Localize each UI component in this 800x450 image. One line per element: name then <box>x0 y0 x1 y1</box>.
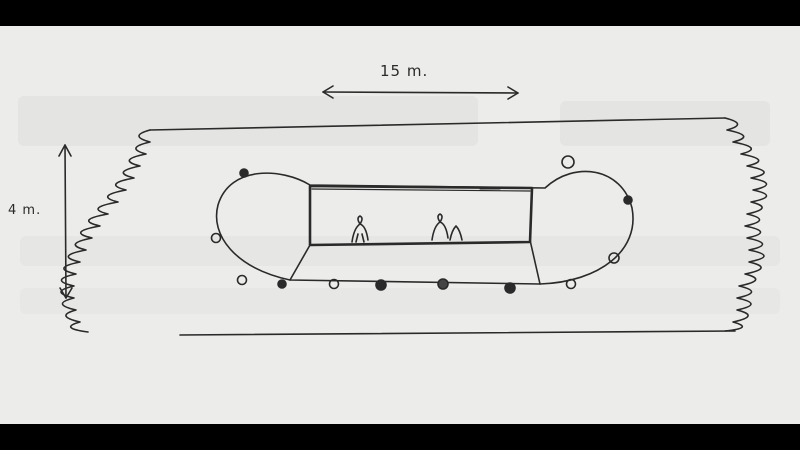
post-circle <box>504 282 516 294</box>
post-circle <box>437 278 449 290</box>
show-through-block-1 <box>18 96 478 146</box>
post-circle <box>561 155 575 169</box>
height-arrow-top-head <box>58 144 72 157</box>
width-label: 15 m. <box>380 62 429 80</box>
post-circle <box>623 195 633 205</box>
figure-right <box>431 213 463 241</box>
show-through-block-4 <box>20 288 780 314</box>
post-circle <box>375 279 387 291</box>
central-basin <box>308 184 534 247</box>
figure-left <box>351 215 369 243</box>
width-arrow-right-head <box>507 86 519 100</box>
show-through-block-3 <box>20 236 780 266</box>
post-circle <box>608 252 620 264</box>
pool-left-diagonal <box>289 244 311 281</box>
left-wavy-edge <box>60 129 151 333</box>
height-label: 4 m. <box>8 203 42 218</box>
pool-right-diagonal <box>529 239 541 285</box>
field-bottom-line <box>179 330 736 336</box>
post-circle <box>328 278 340 290</box>
post-circle <box>277 279 287 289</box>
field-top-line <box>149 117 726 131</box>
height-dimension-arrow <box>64 144 67 299</box>
show-through-block-2 <box>560 101 770 146</box>
right-wavy-edge <box>724 117 768 332</box>
post-circle <box>210 232 222 244</box>
post-circle <box>236 274 248 286</box>
height-arrow-bottom-head <box>59 287 73 299</box>
width-dimension-arrow <box>322 91 519 94</box>
post-circle <box>565 278 577 290</box>
central-basin-top-shade <box>311 188 531 192</box>
post-circle <box>239 168 249 178</box>
width-arrow-left-head <box>322 85 334 99</box>
